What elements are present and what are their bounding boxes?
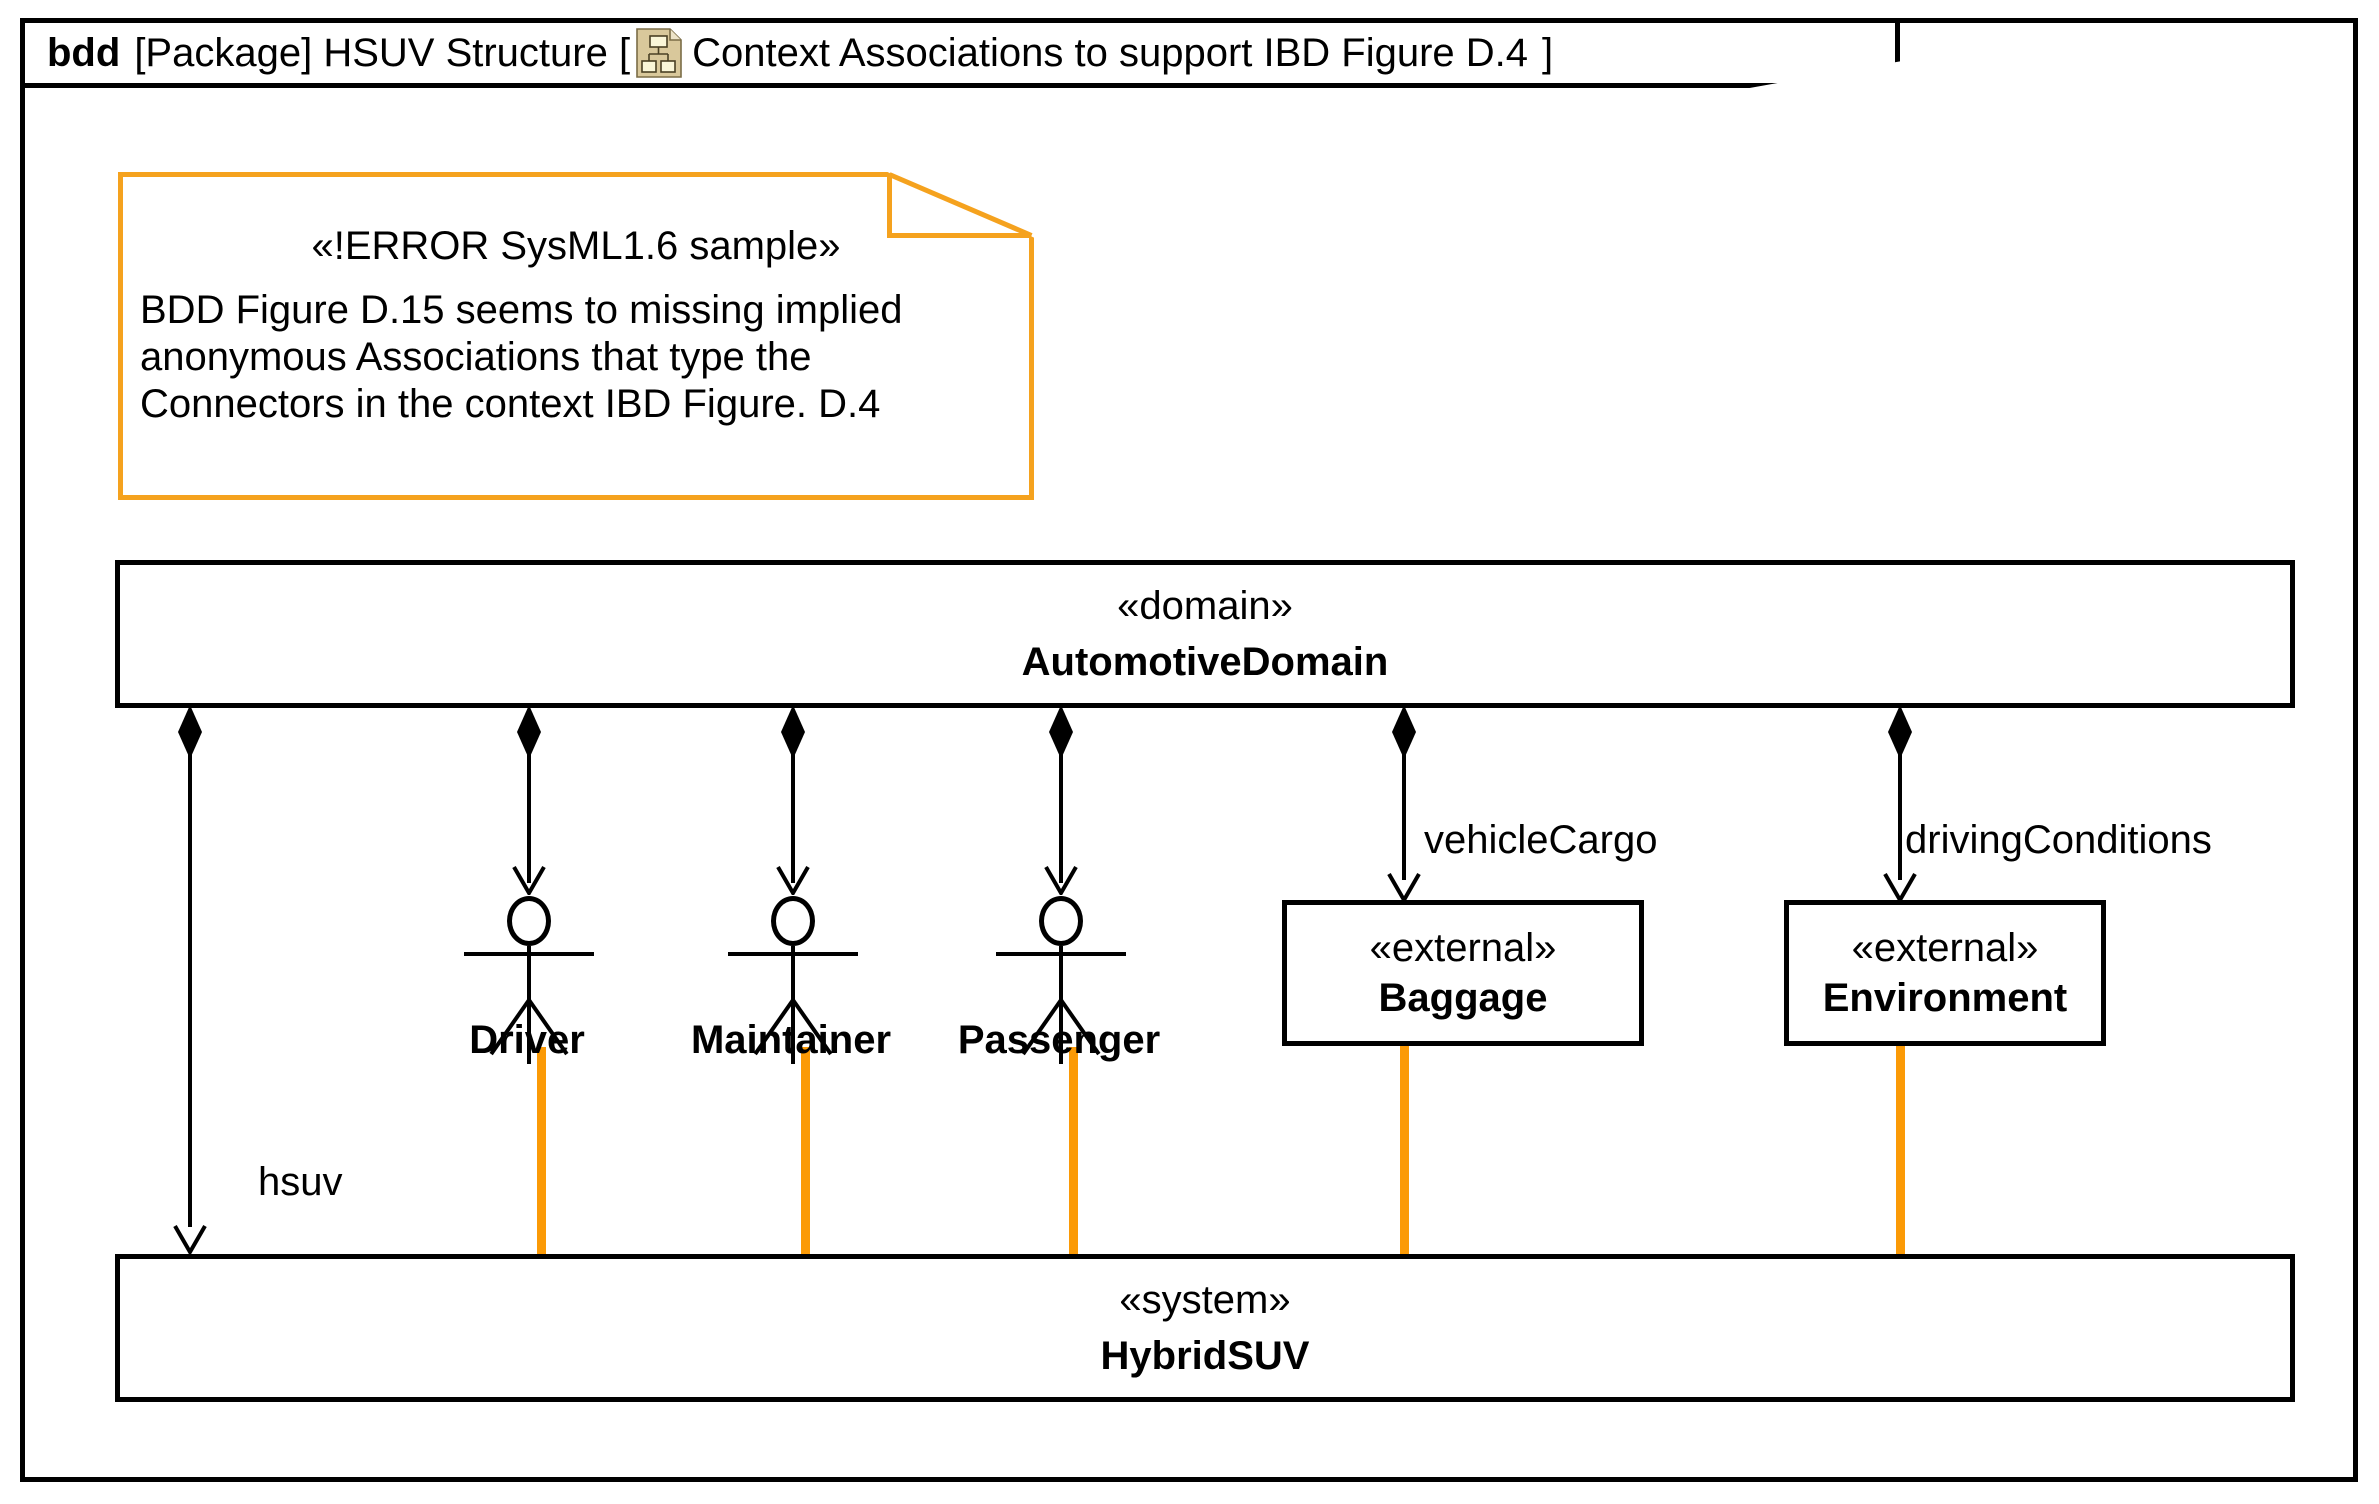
actor-body-passenger [1059,946,1063,1064]
actor-body-maintainer [791,946,795,1064]
package-diagram-icon [636,28,682,78]
note-line-2: anonymous Associations that type the [140,335,812,380]
arrowhead-maintainer [776,865,810,895]
edge-label-driving-conditions: drivingConditions [1905,818,2212,862]
block-name-hybrid-suv: HybridSUV [1100,1334,1310,1378]
actor-label-driver: Driver [469,1018,585,1062]
note-stereotype: «!ERROR SysML1.6 sample» [311,224,841,268]
block-stereotype-environment: «external» [1851,926,2039,970]
note-line-3: Connectors in the context IBD Figure. D.… [140,382,881,427]
block-name-environment: Environment [1822,976,2068,1020]
orange-connector-baggage [1400,1040,1409,1257]
orange-connector-driver [537,1047,546,1257]
arrowhead-hsuv [173,1224,207,1254]
orange-connector-passenger [1069,1047,1078,1257]
block-stereotype-baggage: «external» [1369,926,1557,970]
diagram-title-close-bracket: ] [1542,31,1554,75]
diagram-header-tab: bdd [Package] HSUV Structure [ Context A… [20,18,1900,88]
association-line-maintainer [791,735,795,883]
actor-label-passenger: Passenger [957,1018,1161,1062]
edge-label-vehicle-cargo: vehicleCargo [1424,818,1658,862]
error-note: «!ERROR SysML1.6 sample» BDD Figure D.15… [118,172,1034,500]
note-line-1: BDD Figure D.15 seems to missing implied [140,288,903,332]
association-line-vehicle-cargo [1402,735,1406,880]
actor-head-driver [507,896,551,946]
arrowhead-passenger [1044,865,1078,895]
block-name-automotive-domain: AutomotiveDomain [1021,640,1389,684]
association-line-driver [527,735,531,883]
actor-head-passenger [1039,896,1083,946]
arrowhead-driver [512,865,546,895]
edge-label-hsuv: hsuv [258,1160,343,1204]
actor-arms-maintainer [728,952,858,956]
arrowhead-vehicle-cargo [1387,872,1421,902]
note-fold-corner-icon [887,172,1034,238]
association-line-passenger [1059,735,1063,883]
arrowhead-driving-conditions [1883,872,1917,902]
block-baggage[interactable]: «external» Baggage [1282,900,1644,1046]
actor-label-maintainer: Maintainer [690,1018,892,1062]
orange-connector-environment [1896,1040,1905,1257]
diagram-title-label: Context Associations to support IBD Figu… [692,31,1529,75]
orange-connector-maintainer [801,1047,810,1257]
actor-body-driver [527,946,531,1064]
actor-head-maintainer [771,896,815,946]
actor-arms-driver [464,952,594,956]
block-name-baggage: Baggage [1378,976,1548,1020]
association-line-hsuv [188,735,192,1227]
block-stereotype-hybrid-suv: «system» [1119,1278,1291,1322]
block-stereotype-automotive-domain: «domain» [1117,584,1293,628]
diagram-kind-label: bdd [47,31,121,75]
note-shape [118,172,1034,500]
actor-arms-passenger [996,952,1126,956]
block-automotive-domain[interactable]: «domain» AutomotiveDomain [115,560,2295,708]
block-hybrid-suv[interactable]: «system» HybridSUV [115,1254,2295,1402]
note-body: «!ERROR SysML1.6 sample» BDD Figure D.15… [118,172,1034,500]
diagram-scope-label: [Package] HSUV Structure [ [134,31,631,75]
association-line-driving-conditions [1898,735,1902,880]
block-environment[interactable]: «external» Environment [1784,900,2106,1046]
